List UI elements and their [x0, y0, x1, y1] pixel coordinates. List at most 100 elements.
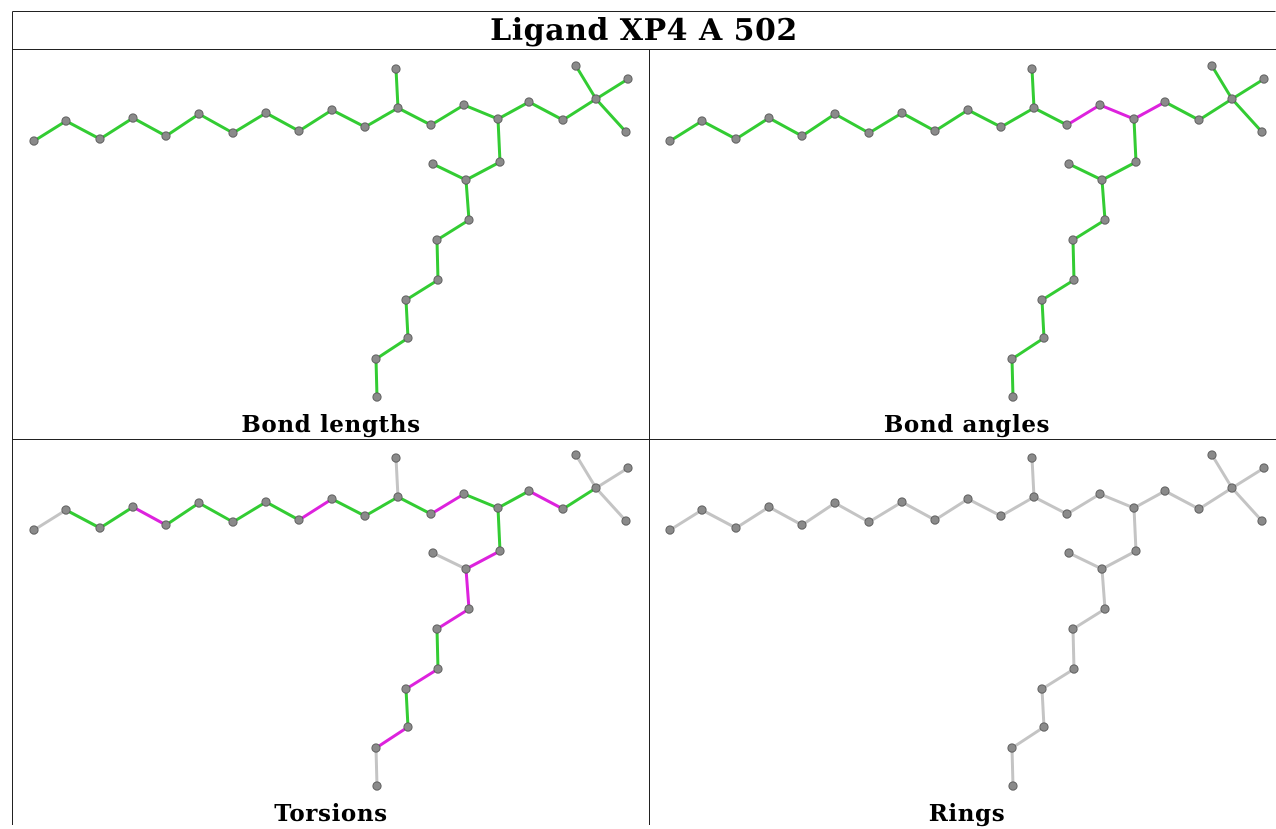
- atom: [464, 215, 474, 225]
- atom: [1027, 64, 1037, 74]
- bond: [431, 551, 468, 571]
- bond: [933, 497, 970, 522]
- bond: [833, 112, 871, 135]
- atom: [393, 103, 403, 113]
- ligand-title: Ligand XP4 A 502: [490, 12, 798, 48]
- bond: [900, 111, 937, 133]
- bond: [464, 567, 471, 611]
- bond: [561, 486, 598, 511]
- bond: [330, 108, 367, 129]
- atom: [61, 116, 71, 126]
- atom: [1029, 492, 1039, 502]
- bond: [231, 111, 268, 135]
- bond: [1132, 100, 1167, 121]
- atom: [571, 450, 581, 460]
- table-grid: [12, 11, 1276, 825]
- atom: [371, 743, 381, 753]
- bond: [1040, 667, 1076, 691]
- bond: [496, 100, 531, 121]
- bond: [363, 495, 400, 518]
- atom: [797, 131, 807, 141]
- atom: [864, 128, 874, 138]
- atom: [1037, 684, 1047, 694]
- atom: [194, 498, 204, 508]
- bond: [527, 100, 565, 122]
- bond: [966, 108, 1003, 129]
- atom: [61, 505, 71, 515]
- atom: [1037, 295, 1047, 305]
- atom: [764, 502, 774, 512]
- atom: [391, 453, 401, 463]
- atom: [897, 497, 907, 507]
- bond: [1210, 453, 1234, 490]
- atom: [391, 64, 401, 74]
- atom: [161, 131, 171, 141]
- molecule-diagram: [665, 450, 1269, 791]
- atom: [401, 684, 411, 694]
- bond: [435, 218, 471, 242]
- bond: [1010, 336, 1046, 361]
- atom: [1062, 120, 1072, 130]
- bond: [264, 500, 301, 522]
- bond: [394, 456, 400, 499]
- bond: [800, 501, 837, 527]
- bond: [1071, 218, 1107, 242]
- bond: [164, 501, 201, 527]
- atom: [426, 509, 436, 519]
- atom: [459, 489, 469, 499]
- atom: [433, 664, 443, 674]
- bond: [435, 627, 440, 671]
- bond: [429, 103, 466, 127]
- bond: [464, 160, 502, 182]
- atom: [327, 105, 337, 115]
- atom: [428, 159, 438, 169]
- molecule-diagram: [29, 450, 633, 791]
- atom: [1129, 114, 1139, 124]
- atom: [571, 61, 581, 71]
- bond: [1010, 725, 1046, 750]
- bond: [462, 103, 500, 121]
- atom: [327, 494, 337, 504]
- atom: [524, 97, 534, 107]
- atom: [1095, 489, 1105, 499]
- bond: [767, 116, 804, 138]
- bond: [1040, 298, 1046, 340]
- bond: [64, 119, 102, 141]
- atom: [764, 113, 774, 123]
- atom: [433, 275, 443, 285]
- atom: [591, 94, 601, 104]
- bond: [1163, 100, 1201, 122]
- atom: [1257, 127, 1267, 137]
- atom: [665, 525, 675, 535]
- bond: [867, 500, 904, 524]
- bond: [1030, 456, 1036, 499]
- bond: [374, 746, 379, 788]
- atom: [495, 157, 505, 167]
- atom: [128, 502, 138, 512]
- atom: [665, 136, 675, 146]
- bond: [1132, 489, 1167, 510]
- bond: [462, 492, 500, 510]
- bond: [668, 119, 704, 143]
- atom: [1039, 333, 1049, 343]
- bond: [734, 505, 771, 530]
- bond: [1032, 495, 1069, 516]
- atom: [1064, 548, 1074, 558]
- bond: [197, 501, 235, 524]
- atom: [558, 504, 568, 514]
- atom: [1131, 546, 1141, 556]
- bond: [966, 497, 1003, 518]
- atom: [1095, 100, 1105, 110]
- bond: [431, 162, 468, 182]
- bond: [404, 667, 440, 691]
- atom: [1007, 354, 1017, 364]
- atom: [797, 520, 807, 530]
- atom: [1194, 115, 1204, 125]
- atom: [371, 354, 381, 364]
- atom: [996, 511, 1006, 521]
- bond: [374, 357, 379, 399]
- figure-frame: Ligand XP4 A 502 Bond lengths Bond angle…: [12, 11, 1276, 827]
- bond: [435, 238, 440, 282]
- bond: [594, 486, 628, 523]
- bond: [999, 106, 1036, 129]
